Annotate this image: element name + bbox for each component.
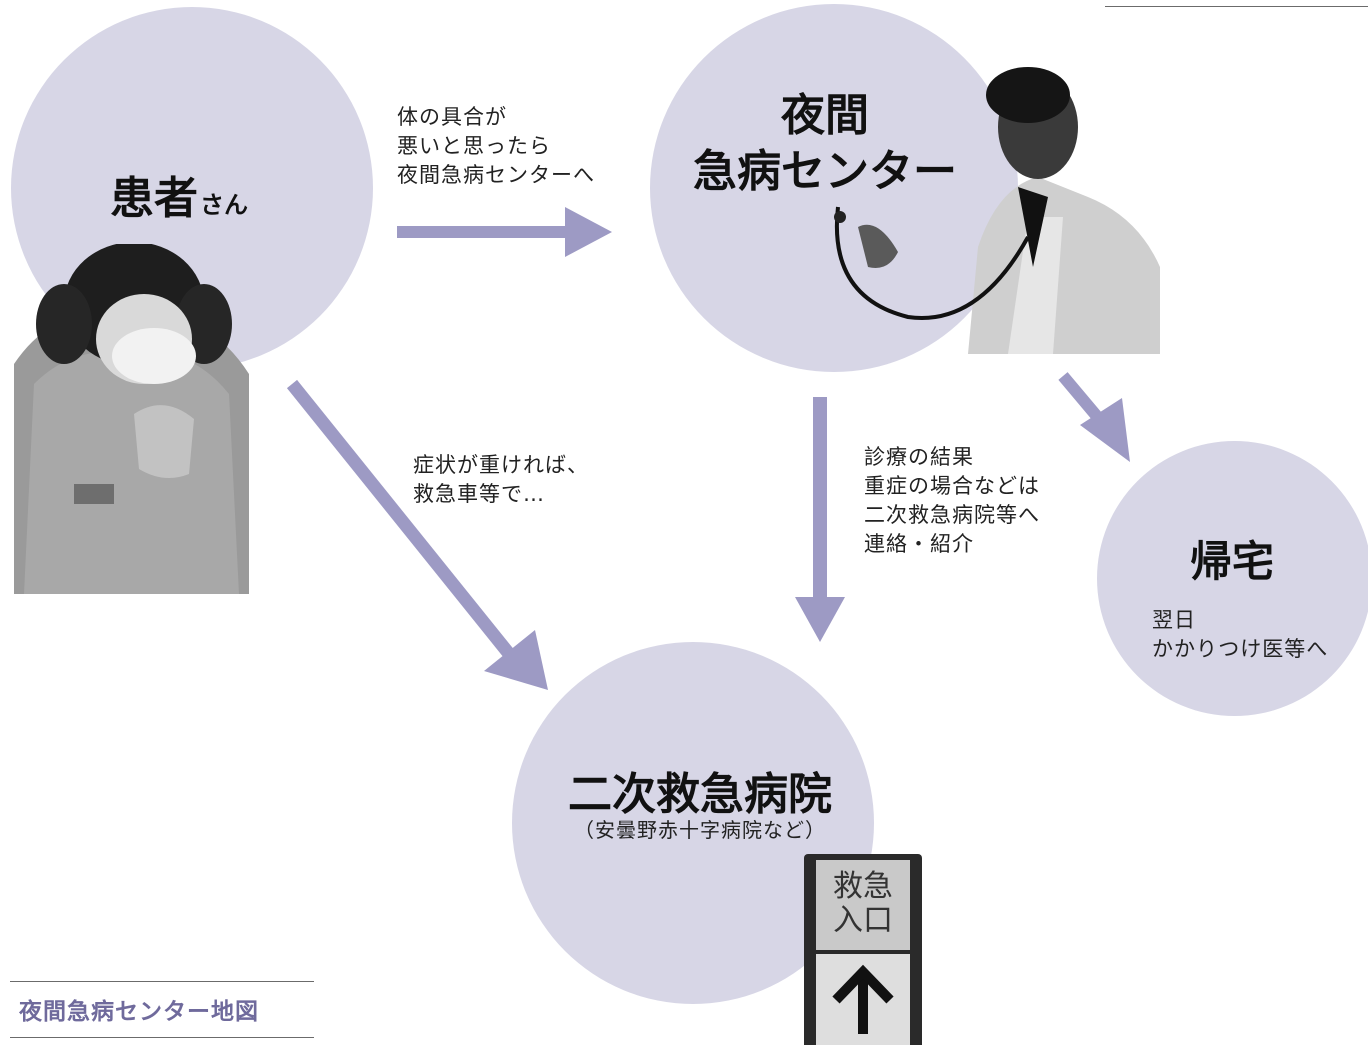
arrow-home-head [1080,398,1130,462]
center-title-line1: 夜間 [781,90,869,141]
sign-lower-panel [816,954,910,1045]
arrow-severe-shaft [286,379,516,660]
patient-title-suffix: さん [200,191,248,219]
patient-title-main: 患者 [110,173,198,224]
arrow-down-shaft [813,397,827,597]
up-arrow-icon [832,964,894,1034]
sign-text: 救急 入口 [833,869,893,938]
emergency-entrance-sign: 救急 入口 [804,854,922,1045]
map-link-top-rule [10,981,314,982]
girl-with-mask-photo [14,244,249,594]
arrow-severe-head [484,630,548,690]
center-title-line2: 急病センター [693,146,957,197]
night-center-map-link[interactable]: 夜間急病センター地図 [19,999,259,1025]
sign-upper-panel: 救急 入口 [816,860,910,950]
arrow-to-center-head [565,207,612,257]
edge-label-severe: 症状が重ければ、 救急車等で… [413,453,589,506]
home-node-note: 翌日 かかりつけ医等へ [1152,608,1329,661]
hospital-node-subtitle: （安曇野赤十字病院など） [574,818,826,842]
map-link-bottom-rule [10,1037,314,1038]
edge-label-result: 診療の結果 重症の場合などは 二次救急病院等へ 連絡・紹介 [864,445,1040,556]
center-node-title: 夜間 急病センター [660,88,990,200]
home-node-title: 帰宅 [1190,537,1275,586]
arrow-down-head [795,597,845,642]
arrow-to-center-shaft [397,226,567,238]
top-rule [1105,6,1368,7]
arrow-home-shaft [1058,372,1105,424]
edge-label-to-center: 体の具合が 悪いと思ったら 夜間急病センターへ [397,105,595,187]
home-circle [1097,441,1368,716]
doctor-with-stethoscope-photo [834,67,1160,354]
hospital-node-title: 二次救急病院 [568,769,832,820]
patient-node-title: 患者さん [110,162,248,226]
